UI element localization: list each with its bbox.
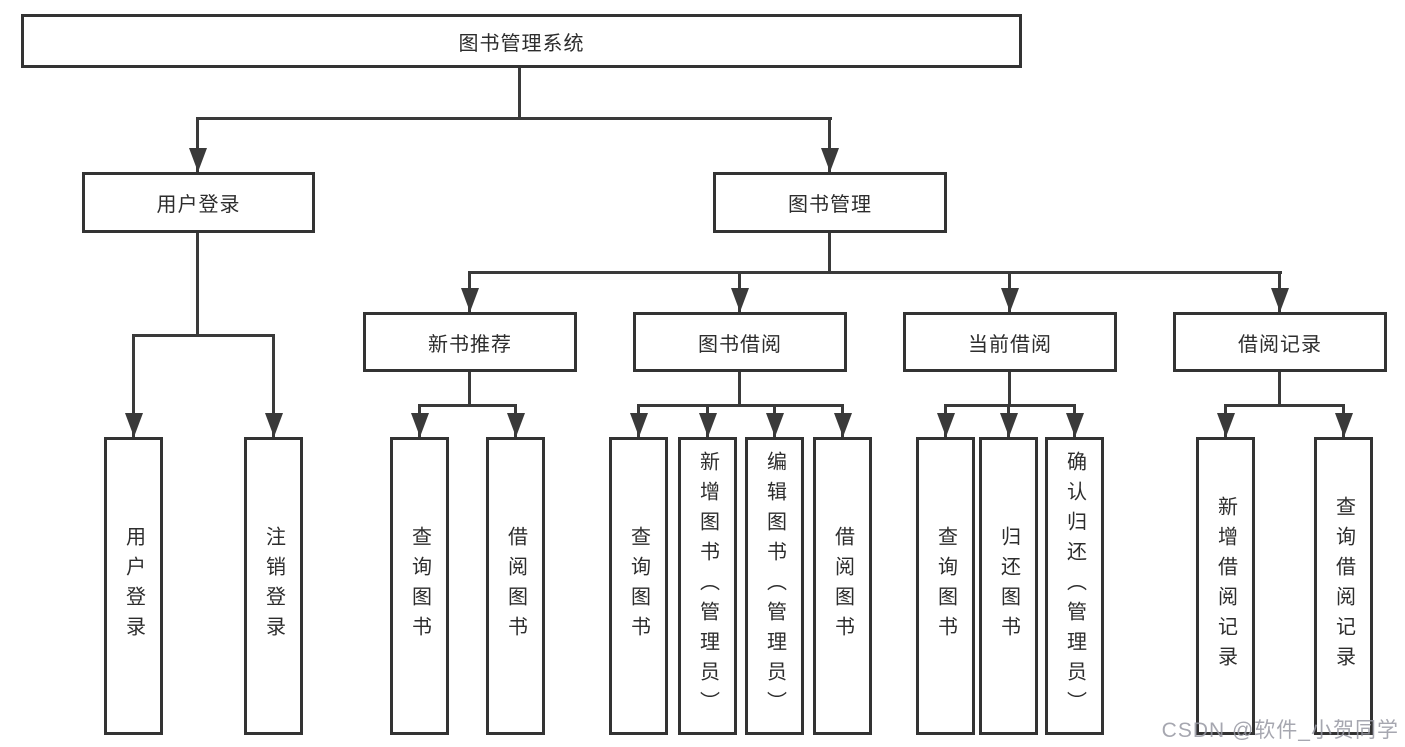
- leaf-borrow-books-1: 借阅图书: [486, 437, 545, 735]
- node-new-book-recommend-label: 新书推荐: [428, 333, 512, 356]
- leaf-user-login-label: 用户登录: [122, 526, 145, 646]
- arrowhead-down-icon: [265, 413, 283, 437]
- node-book-borrow-label: 图书借阅: [698, 333, 782, 356]
- leaf-user-login: 用户登录: [104, 437, 163, 735]
- connector-line: [132, 334, 135, 437]
- connector-line: [418, 404, 517, 407]
- arrowhead-down-icon: [189, 148, 207, 172]
- arrowhead-down-icon: [1271, 288, 1289, 312]
- node-book-management-label: 图书管理: [788, 194, 872, 216]
- leaf-add-book-admin: 新增图书（管理员）: [678, 437, 737, 735]
- node-book-borrow: 图书借阅: [633, 312, 847, 372]
- connector-line: [132, 334, 275, 337]
- arrowhead-down-icon: [1217, 413, 1235, 437]
- connector-line: [738, 372, 741, 407]
- node-current-borrow: 当前借阅: [903, 312, 1117, 372]
- arrowhead-down-icon: [411, 413, 429, 437]
- leaf-edit-book-admin: 编辑图书（管理员）: [745, 437, 804, 735]
- node-borrow-records: 借阅记录: [1173, 312, 1387, 372]
- arrowhead-down-icon: [630, 413, 648, 437]
- leaf-borrow-books-1-label: 借阅图书: [504, 526, 527, 646]
- connector-line: [196, 117, 199, 172]
- node-book-management: 图书管理: [713, 172, 947, 233]
- node-user-login-label: 用户登录: [156, 194, 241, 216]
- leaf-borrow-books-2: 借阅图书: [813, 437, 872, 735]
- node-root: 图书管理系统: [21, 14, 1022, 68]
- leaf-confirm-return-admin: 确认归还（管理员）: [1045, 437, 1104, 735]
- leaf-add-borrow-record-label: 新增借阅记录: [1214, 496, 1237, 676]
- node-borrow-records-label: 借阅记录: [1238, 333, 1322, 356]
- connector-line: [518, 68, 521, 119]
- connector-line: [196, 233, 199, 337]
- leaf-logout-label: 注销登录: [262, 526, 285, 646]
- leaf-edit-book-admin-label: 编辑图书（管理员）: [763, 451, 786, 721]
- leaf-query-books-1: 查询图书: [390, 437, 449, 735]
- watermark: CSDN @软件_小贺同学: [1161, 719, 1399, 742]
- connector-line: [828, 117, 831, 172]
- arrowhead-down-icon: [834, 413, 852, 437]
- arrowhead-down-icon: [699, 413, 717, 437]
- arrowhead-down-icon: [507, 413, 525, 437]
- arrowhead-down-icon: [461, 288, 479, 312]
- arrowhead-down-icon: [937, 413, 955, 437]
- leaf-add-book-admin-label: 新增图书（管理员）: [696, 451, 719, 721]
- leaf-query-books-2-label: 查询图书: [627, 526, 650, 646]
- leaf-query-borrow-record-label: 查询借阅记录: [1332, 496, 1355, 676]
- arrowhead-down-icon: [731, 288, 749, 312]
- arrowhead-down-icon: [821, 148, 839, 172]
- node-current-borrow-label: 当前借阅: [968, 333, 1052, 356]
- leaf-query-books-2: 查询图书: [609, 437, 668, 735]
- arrowhead-down-icon: [1000, 413, 1018, 437]
- connector-line: [1224, 404, 1345, 407]
- leaf-query-borrow-record: 查询借阅记录: [1314, 437, 1373, 735]
- arrowhead-down-icon: [1001, 288, 1019, 312]
- node-root-label: 图书管理系统: [458, 32, 585, 55]
- node-new-book-recommend: 新书推荐: [363, 312, 577, 372]
- connector-line: [1278, 372, 1281, 407]
- leaf-borrow-books-2-label: 借阅图书: [831, 526, 854, 646]
- leaf-confirm-return-admin-label: 确认归还（管理员）: [1063, 451, 1086, 721]
- leaf-logout: 注销登录: [244, 437, 303, 735]
- arrowhead-down-icon: [125, 413, 143, 437]
- connector-line: [944, 404, 1076, 407]
- leaf-query-books-1-label: 查询图书: [408, 526, 431, 646]
- arrowhead-down-icon: [766, 413, 784, 437]
- arrowhead-down-icon: [1066, 413, 1084, 437]
- node-user-login: 用户登录: [82, 172, 315, 233]
- leaf-return-books: 归还图书: [979, 437, 1038, 735]
- leaf-query-books-3: 查询图书: [916, 437, 975, 735]
- leaf-return-books-label: 归还图书: [997, 526, 1020, 646]
- connector-line: [468, 271, 1282, 274]
- connector-line: [272, 334, 275, 437]
- connector-line: [1008, 372, 1011, 407]
- connector-line: [196, 117, 832, 120]
- leaf-add-borrow-record: 新增借阅记录: [1196, 437, 1255, 735]
- arrowhead-down-icon: [1335, 413, 1353, 437]
- connector-line: [468, 372, 471, 407]
- leaf-query-books-3-label: 查询图书: [934, 526, 957, 646]
- connector-line: [637, 404, 844, 407]
- connector-line: [828, 233, 831, 273]
